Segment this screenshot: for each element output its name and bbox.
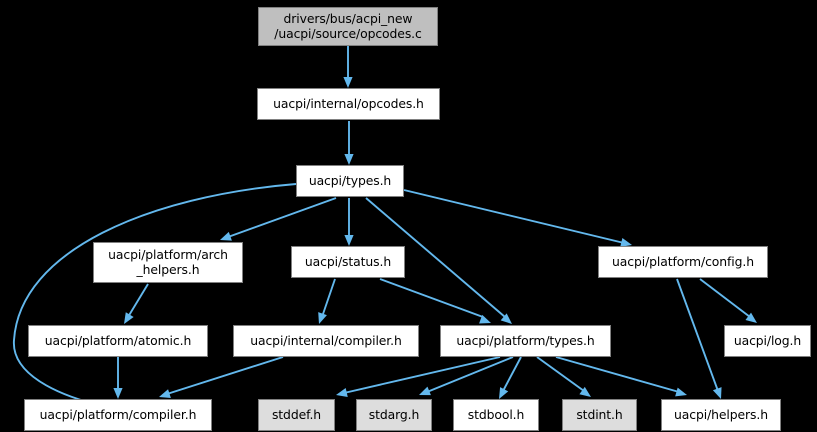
edge-ptypes-to-stdbool bbox=[502, 356, 522, 392]
arrowhead-config-to-helpers bbox=[712, 387, 722, 399]
node-label: uacpi/helpers.h bbox=[674, 406, 768, 422]
arrowhead-ptypes-to-stddef bbox=[336, 388, 348, 398]
node-root[interactable]: drivers/bus/acpi_new /uacpi/source/opcod… bbox=[258, 7, 438, 46]
node-opcodes[interactable]: uacpi/internal/opcodes.h bbox=[257, 88, 440, 120]
node-log[interactable]: uacpi/log.h bbox=[724, 325, 811, 357]
arrowhead-types-to-ptypes bbox=[500, 313, 512, 324]
edge-types-to-ptypes bbox=[365, 197, 506, 318]
node-label: drivers/bus/acpi_new /uacpi/source/opcod… bbox=[274, 10, 422, 41]
edge-types-to-config bbox=[403, 189, 625, 244]
node-helpers[interactable]: uacpi/helpers.h bbox=[661, 399, 781, 431]
node-label: stddef.h bbox=[271, 406, 322, 422]
arrowhead-ptypes-to-stdarg bbox=[419, 386, 431, 396]
node-intcomp[interactable]: uacpi/internal/compiler.h bbox=[233, 325, 419, 357]
arrowhead-types-to-status bbox=[344, 235, 354, 246]
arrowhead-root-to-opcodes bbox=[343, 77, 353, 88]
edge-config-to-helpers bbox=[676, 278, 719, 392]
edge-types-to-arch bbox=[227, 197, 337, 238]
node-label: uacpi/platform/arch _helpers.h bbox=[108, 246, 228, 277]
node-label: uacpi/internal/opcodes.h bbox=[273, 95, 424, 111]
node-config[interactable]: uacpi/platform/config.h bbox=[598, 246, 768, 278]
node-label: uacpi/platform/atomic.h bbox=[44, 332, 192, 348]
node-label: uacpi/platform/compiler.h bbox=[39, 406, 197, 422]
arrowhead-intcomp-to-pcompiler bbox=[159, 389, 171, 399]
arrowhead-opcodes-to-types bbox=[344, 154, 354, 165]
arrowhead-ptypes-to-stdint bbox=[579, 386, 591, 397]
arrowhead-ptypes-to-helpers bbox=[675, 387, 687, 397]
edge-intcomp-to-pcompiler bbox=[166, 356, 284, 395]
arrowhead-config-to-log bbox=[745, 312, 757, 323]
arrowhead-arch-to-atomic bbox=[124, 312, 134, 324]
edge-ptypes-to-stddef bbox=[343, 356, 501, 394]
node-atomic[interactable]: uacpi/platform/atomic.h bbox=[28, 325, 208, 357]
edge-types-to-pcompiler bbox=[13, 183, 297, 405]
node-stdint[interactable]: stdint.h bbox=[562, 399, 637, 431]
node-label: uacpi/types.h bbox=[308, 172, 392, 188]
node-label: stdbool.h bbox=[467, 406, 525, 422]
node-label: uacpi/platform/config.h bbox=[612, 253, 754, 269]
arrowhead-status-to-ptypes bbox=[479, 314, 491, 324]
edge-ptypes-to-stdarg bbox=[426, 356, 514, 393]
arrowhead-atomic-to-pcompiler bbox=[113, 388, 123, 399]
node-ptypes[interactable]: uacpi/platform/types.h bbox=[440, 325, 611, 357]
node-label: stdarg.h bbox=[368, 406, 420, 422]
edge-arch-to-atomic bbox=[127, 283, 149, 318]
edge-ptypes-to-helpers bbox=[555, 356, 680, 393]
edge-config-to-log bbox=[699, 278, 751, 318]
arrowhead-types-to-arch bbox=[220, 231, 232, 241]
edge-status-to-intcomp bbox=[321, 278, 336, 318]
node-stddef[interactable]: stddef.h bbox=[258, 399, 335, 431]
arrowhead-status-to-intcomp bbox=[318, 312, 327, 324]
node-label: uacpi/internal/compiler.h bbox=[250, 332, 402, 348]
node-types[interactable]: uacpi/types.h bbox=[296, 165, 404, 197]
node-status[interactable]: uacpi/status.h bbox=[291, 246, 405, 278]
node-label: uacpi/log.h bbox=[733, 332, 802, 348]
node-label: uacpi/platform/types.h bbox=[456, 332, 595, 348]
edge-ptypes-to-stdint bbox=[536, 356, 585, 392]
arrowhead-types-to-config bbox=[620, 237, 632, 247]
arrowhead-ptypes-to-stdbool bbox=[499, 387, 509, 399]
node-label: stdint.h bbox=[576, 406, 623, 422]
node-pcompiler[interactable]: uacpi/platform/compiler.h bbox=[24, 399, 212, 431]
node-arch[interactable]: uacpi/platform/arch _helpers.h bbox=[93, 242, 243, 283]
node-stdarg[interactable]: stdarg.h bbox=[356, 399, 432, 431]
edge-status-to-ptypes bbox=[379, 278, 484, 318]
node-label: uacpi/status.h bbox=[304, 253, 392, 269]
node-stdbool[interactable]: stdbool.h bbox=[453, 399, 539, 431]
